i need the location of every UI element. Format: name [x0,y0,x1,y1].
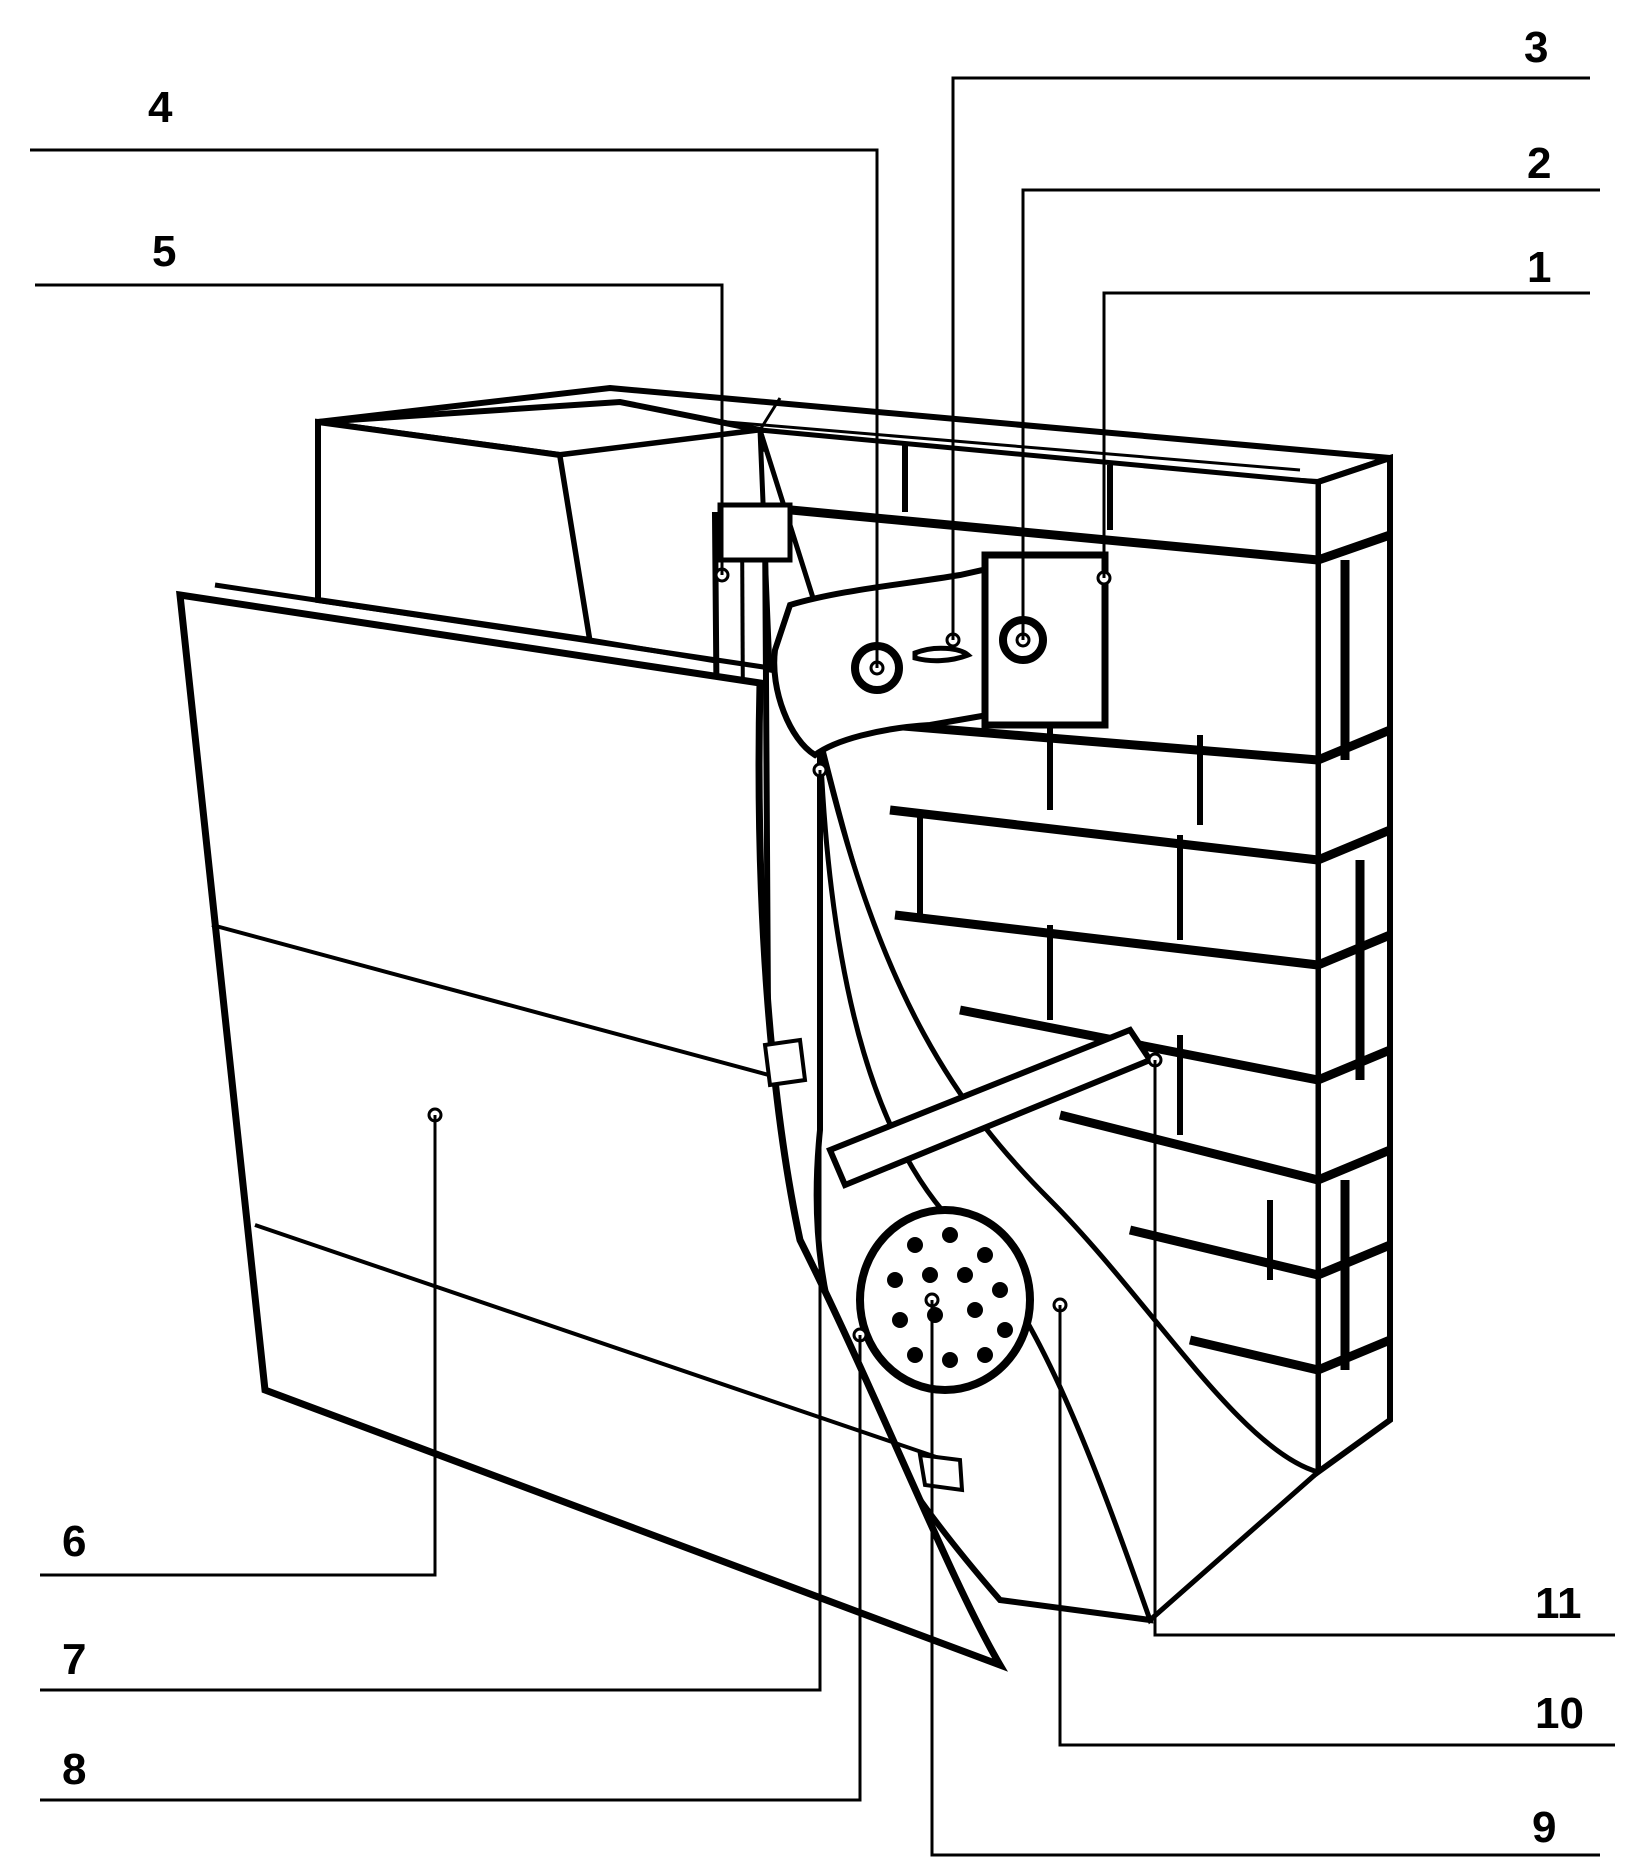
leader-9 [930,1300,1600,1857]
dowel-fastener [856,1206,1034,1394]
mortar-courses [769,503,1320,1375]
callout-label-8: 8 [62,1745,86,1794]
vertical-joints [902,445,1273,1280]
callout-label-9: 9 [1532,1803,1556,1852]
panel-face [176,590,1009,1672]
cladding-panel [176,582,1009,1672]
panel-top-edge [214,582,771,671]
leader-11 [1153,1060,1615,1637]
rail-bracket [717,502,793,563]
leader-lines [30,76,1615,1857]
panel-joint-lower [254,1223,946,1462]
callout-label-7: 7 [62,1635,86,1684]
callout-label-5: 5 [152,227,176,276]
callout-label-2: 2 [1527,139,1551,188]
callout-label-10: 10 [1535,1689,1584,1738]
leader-5 [35,283,724,575]
wall-bracket [771,561,1034,759]
leader-10 [1058,1305,1615,1747]
dowel-holes [887,1227,1013,1368]
panel-joint-upper [211,923,781,1080]
insulation-block [315,398,773,673]
panel-bottom-clip [917,1452,965,1493]
callout-label-11: 11 [1535,1579,1582,1628]
wind-barrier-membrane [817,739,1324,1625]
side-mortar [1316,530,1392,1375]
panel-clip [762,1037,808,1088]
leader-4 [30,148,879,668]
bracket-slot [912,645,973,664]
bracket-assembly [771,551,1109,759]
leader-8 [40,1335,862,1802]
callout-label-1: 1 [1527,243,1551,292]
callout-label-3: 3 [1524,23,1548,72]
callout-numbers: 1 2 3 4 5 6 7 8 9 10 11 [62,23,1584,1852]
leader-1 [1102,291,1590,578]
leader-6 [40,1115,437,1577]
leader-3 [951,76,1590,640]
callout-label-4: 4 [148,83,173,132]
callout-label-6: 6 [62,1517,86,1566]
leader-7 [40,770,822,1692]
leader-2 [1021,188,1600,640]
